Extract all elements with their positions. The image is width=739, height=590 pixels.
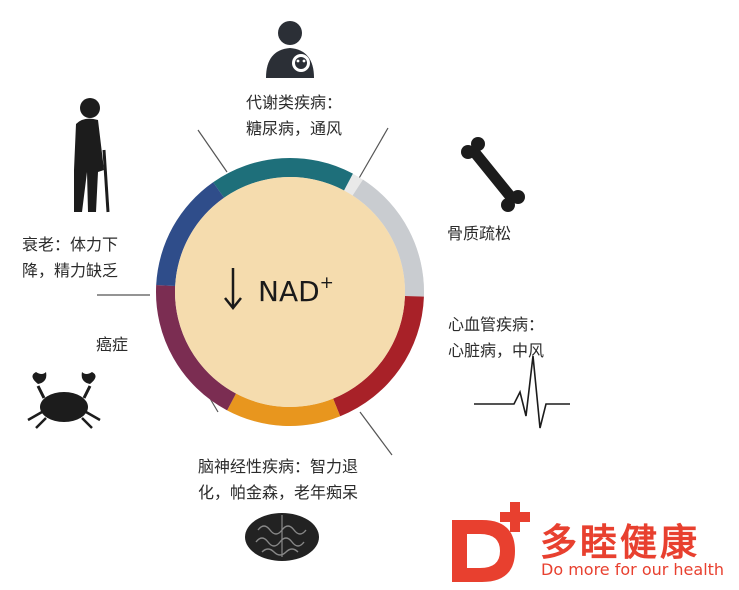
divider-aging-metabolic <box>197 129 228 173</box>
label-osteoporosis: 骨质疏松 <box>447 224 512 243</box>
elderly-person-icon <box>74 98 110 213</box>
d-plus-logo-icon <box>452 502 530 582</box>
label-aging: 衰老：体力下降，精力缺乏 <box>22 235 119 280</box>
nad-label: NAD+ <box>258 273 334 308</box>
down-arrow-icon <box>224 268 242 311</box>
label-cancer: 癌症 <box>96 335 129 354</box>
label-metabolic: 代谢类疾病：糖尿病，通风 <box>246 93 343 138</box>
brain-icon <box>245 513 319 561</box>
ring-segment-aging <box>156 182 225 286</box>
bone-icon <box>461 137 525 212</box>
ring-segment-neurological <box>227 393 341 426</box>
divider-metabolic-osteoporosis <box>357 127 389 181</box>
person-with-baby-icon <box>266 21 314 78</box>
label-cardiovascular: 心血管疾病：心脏病，中风 <box>448 315 545 360</box>
ring-segment-metabolic <box>213 158 353 198</box>
heartbeat-line-icon <box>474 355 570 429</box>
ring-segment-osteoporosis <box>352 179 424 297</box>
ring-segment-cancer <box>156 284 237 411</box>
center-circle <box>175 177 405 407</box>
ring-segment-cardiovascular <box>333 296 424 417</box>
crab-icon <box>27 372 101 429</box>
divider-cardio-neuro <box>359 411 393 456</box>
ring-segments <box>156 158 424 426</box>
brand-name: 多睦健康 <box>540 521 700 564</box>
brand-slogan: Do more for our health <box>541 560 725 579</box>
label-neurological: 脑神经性疾病：智力退化，帕金森，老年痴呆 <box>198 457 359 502</box>
